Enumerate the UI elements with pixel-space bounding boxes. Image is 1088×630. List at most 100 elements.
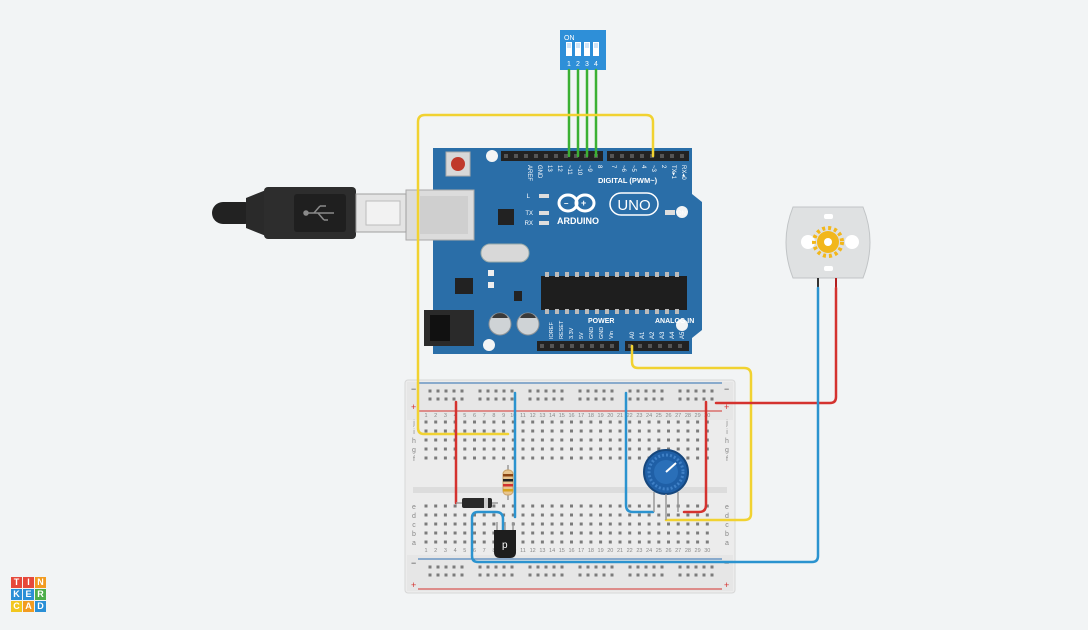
arduino-brand: ARDUINO xyxy=(557,216,599,226)
usb-cable[interactable] xyxy=(212,187,407,239)
column-label: 6 xyxy=(473,413,476,419)
column-label: 23 xyxy=(636,413,642,419)
wire-red-pot[interactable] xyxy=(682,400,708,514)
transistor[interactable]: p xyxy=(494,522,516,558)
pin-label: A2 xyxy=(650,331,656,339)
dip-lever[interactable] xyxy=(593,42,599,56)
breadboard-holes[interactable] xyxy=(424,389,714,577)
column-label: 18 xyxy=(588,413,594,419)
wire-red-motor[interactable] xyxy=(714,286,838,405)
column-label: 18 xyxy=(588,548,594,554)
wire-blue-motor[interactable] xyxy=(470,286,820,564)
column-label: 2 xyxy=(434,548,437,554)
column-label: 28 xyxy=(685,413,691,419)
column-label: 22 xyxy=(627,548,633,554)
column-label: 25 xyxy=(656,413,662,419)
dip-lever[interactable] xyxy=(584,42,590,56)
arduino-logo: – + ARDUINO UNO xyxy=(557,192,659,226)
svg-text:+: + xyxy=(581,198,586,208)
column-label: 30 xyxy=(704,548,710,554)
pin-label: ~5 xyxy=(630,165,636,173)
column-label: 3 xyxy=(444,548,447,554)
rail-minus-label: − xyxy=(724,384,729,394)
dip-lever[interactable] xyxy=(566,42,572,56)
column-label: 26 xyxy=(665,413,671,419)
capacitor xyxy=(488,312,512,336)
column-label: 25 xyxy=(656,548,662,554)
logo-letter: N xyxy=(35,577,46,588)
rail-minus-label: − xyxy=(411,384,416,394)
pin-label: IOREF xyxy=(549,322,555,339)
row-label: d xyxy=(725,513,729,520)
wire-yellow-digital[interactable] xyxy=(416,113,655,436)
pin-label: GND xyxy=(589,327,595,339)
dip-on-label: ON xyxy=(564,35,575,42)
potentiometer[interactable] xyxy=(643,449,689,520)
pin-label: ~10 xyxy=(576,165,582,176)
column-label: 11 xyxy=(520,548,526,554)
row-label: f xyxy=(726,456,728,463)
column-label: 17 xyxy=(578,413,584,419)
rail-plus-label: + xyxy=(411,580,416,590)
pin-label: 5V xyxy=(579,332,585,339)
row-label: g xyxy=(412,447,416,454)
diode[interactable] xyxy=(456,498,498,508)
pin-label: ~3 xyxy=(650,165,656,173)
gear-icon xyxy=(812,226,844,258)
wire-yellow-analog[interactable] xyxy=(630,344,753,522)
column-label: 5 xyxy=(463,413,466,419)
column-label: 13 xyxy=(539,548,545,554)
resistor[interactable] xyxy=(502,465,514,500)
pin-label: ~11 xyxy=(566,165,572,175)
power-jack xyxy=(424,310,474,346)
tinkercad-logo[interactable]: T I N K E R C A D xyxy=(11,577,47,613)
pin-label: 8 xyxy=(596,165,602,169)
pin-label: RX◂0 xyxy=(680,165,686,180)
row-label: e xyxy=(412,504,416,511)
pin-label: GND xyxy=(599,327,605,339)
column-label: 27 xyxy=(675,413,681,419)
pin-label: 7 xyxy=(610,165,616,169)
logo-letter: C xyxy=(11,601,22,612)
pin-label: A4 xyxy=(670,331,676,339)
rail-minus-label: − xyxy=(411,558,416,568)
potentiometer-knob[interactable] xyxy=(665,462,677,473)
column-label: 6 xyxy=(473,548,476,554)
column-label: 30 xyxy=(704,413,710,419)
wire-blue-pot[interactable] xyxy=(624,391,655,514)
row-label: b xyxy=(725,531,729,538)
led-label: RX xyxy=(525,221,533,227)
column-label: 7 xyxy=(483,413,486,419)
column-label: 14 xyxy=(549,548,555,554)
dip-lever[interactable] xyxy=(575,42,581,56)
column-label: 10 xyxy=(510,413,516,419)
on-led-label: ON xyxy=(677,211,686,217)
power-label: POWER xyxy=(588,318,614,325)
capacitor xyxy=(516,312,540,336)
column-label: 1 xyxy=(424,548,427,554)
svg-text:–: – xyxy=(564,199,569,208)
row-label: h xyxy=(412,438,416,445)
pin-label: A0 xyxy=(630,331,636,339)
reset-button[interactable] xyxy=(445,151,471,177)
column-label: 1 xyxy=(424,413,427,419)
pin-label: ~9 xyxy=(586,165,592,173)
dc-motor[interactable] xyxy=(785,206,871,288)
pin-label: 2 xyxy=(660,165,666,169)
column-label: 5 xyxy=(463,548,466,554)
logo-letter: E xyxy=(23,589,34,600)
pin-label: A1 xyxy=(640,331,646,339)
column-label: 23 xyxy=(636,548,642,554)
column-label: 16 xyxy=(568,413,574,419)
pin-label: Vin xyxy=(609,331,615,339)
column-label: 14 xyxy=(549,413,555,419)
column-label: 20 xyxy=(607,548,613,554)
column-label: 15 xyxy=(559,413,565,419)
wires[interactable] xyxy=(416,68,838,564)
dip-number: 2 xyxy=(576,61,580,68)
atmega-chip xyxy=(541,272,687,314)
column-label: 26 xyxy=(665,548,671,554)
